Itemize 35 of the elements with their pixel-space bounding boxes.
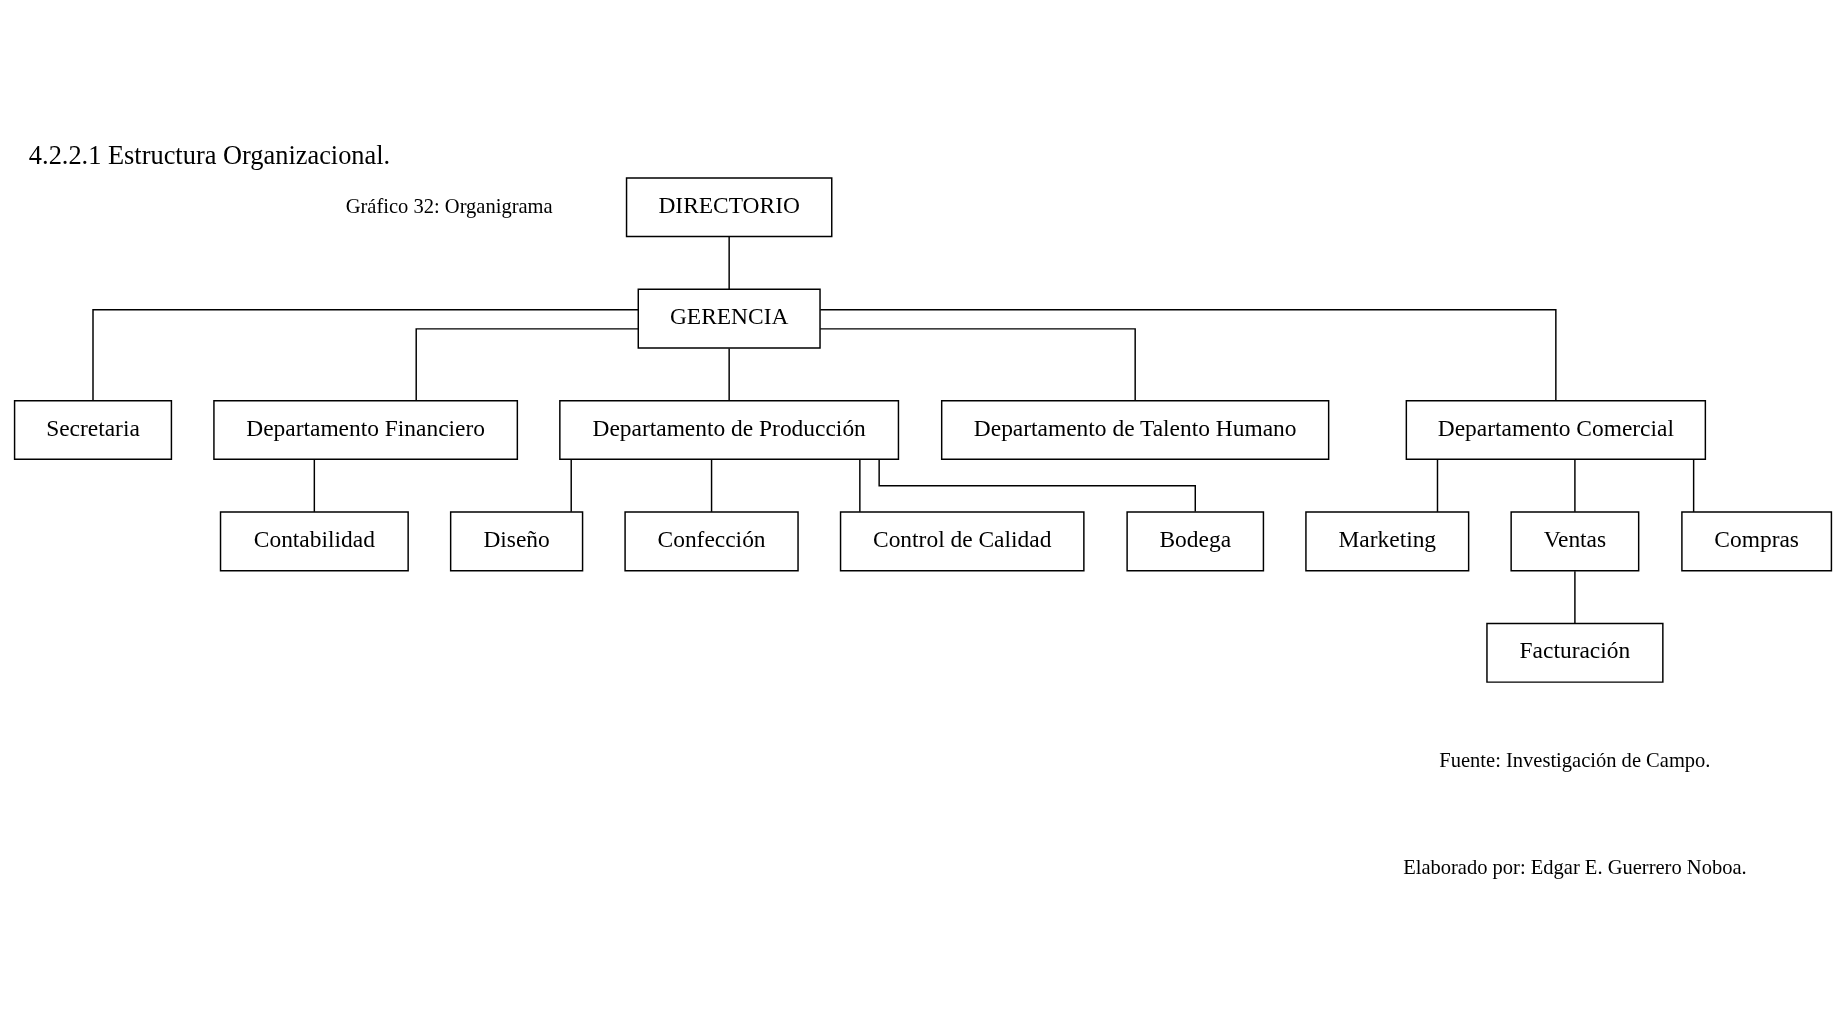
node-box: Diseño xyxy=(449,511,584,572)
node-box: Compras xyxy=(1681,511,1833,572)
connector xyxy=(313,459,316,513)
label: Gráfico 32: Organigrama xyxy=(345,194,553,217)
connector xyxy=(819,309,1557,402)
node-box: Marketing xyxy=(1305,511,1470,572)
node-box: Ventas xyxy=(1510,511,1640,572)
node-box: GERENCIA xyxy=(637,288,821,349)
diagram-title: 4.2.2.1 Estructura Organizacional. xyxy=(28,139,391,170)
connector xyxy=(92,309,639,402)
label: Elaborado por: Edgar E. Guerrero Noboa. xyxy=(1403,856,1747,879)
node-box: Bodega xyxy=(1126,511,1265,572)
node-box: Departamento Financiero xyxy=(213,399,519,461)
connector xyxy=(1574,570,1576,624)
connector xyxy=(728,347,730,402)
node-box: DIRECTORIO xyxy=(625,177,833,238)
connector xyxy=(819,328,1136,401)
node-box: Facturación xyxy=(1486,622,1664,683)
node-box: Confección xyxy=(624,511,799,572)
connector xyxy=(878,459,1196,513)
node-box: Control de Calidad xyxy=(839,511,1085,572)
connector xyxy=(859,459,861,513)
label: Fuente: Investigación de Campo. xyxy=(1439,749,1711,772)
node-box: Departamento Comercial xyxy=(1405,399,1707,461)
connector xyxy=(1436,459,1439,513)
node-box: Departamento de Producción xyxy=(559,399,900,461)
connector xyxy=(415,328,639,401)
node-box: Departamento de Talento Humano xyxy=(940,399,1330,461)
node-box: Secretaria xyxy=(13,399,173,461)
connector xyxy=(728,236,730,290)
connector xyxy=(1574,459,1576,513)
connector xyxy=(710,459,713,513)
connector xyxy=(1692,459,1695,513)
connector xyxy=(570,459,572,513)
node-box: Contabilidad xyxy=(219,511,409,572)
